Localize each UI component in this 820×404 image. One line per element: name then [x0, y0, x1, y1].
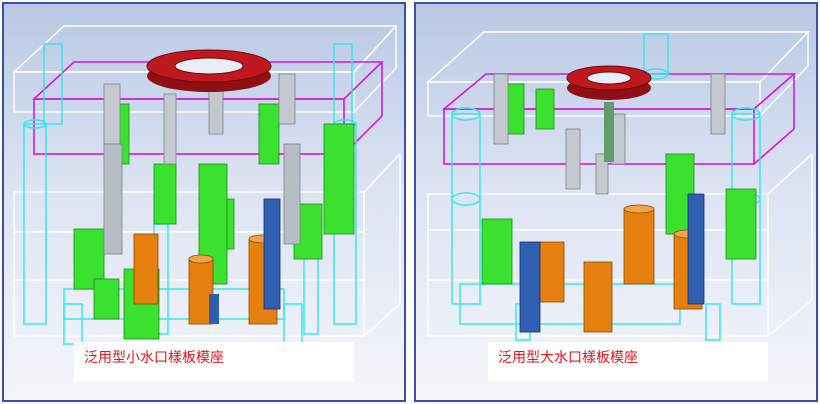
cad-viewport-right: 泛用型大水口樣板模座	[416, 4, 816, 400]
cad-viewport-left: 泛用型小水口樣板模座	[4, 4, 404, 400]
panel-caption: 泛用型大水口樣板模座	[488, 342, 768, 382]
panel-caption: 泛用型小水口樣板模座	[74, 342, 354, 382]
panel-small-gate: 泛用型小水口樣板模座	[2, 2, 406, 402]
mold-base-small-gate-icon	[12, 25, 401, 345]
panel-large-gate: 泛用型大水口樣板模座	[414, 2, 818, 402]
mold-base-large-gate-icon	[426, 31, 813, 341]
